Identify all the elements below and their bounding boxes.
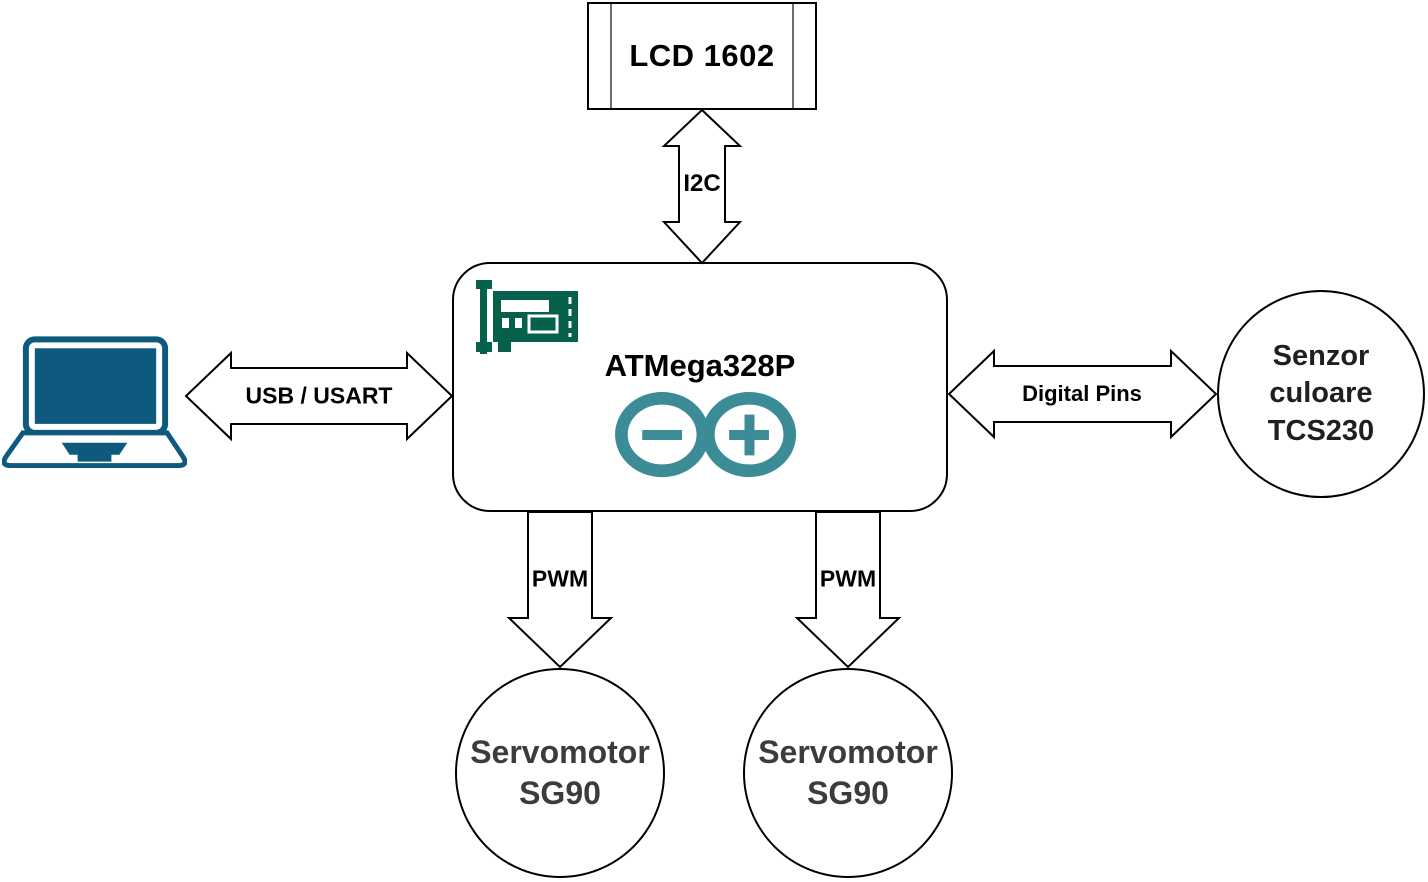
servo-right-label-line2: SG90 [807,775,889,811]
sensor-label-line2: TCS230 [1267,414,1375,447]
node-servo-sg90-left: Servomotor SG90 [455,668,665,878]
arduino-logo-icon [613,392,799,478]
i2c-label: I2C [683,170,721,197]
node-lcd1602: LCD 1602 [587,2,817,110]
pwm-right-label: PWM [819,565,877,592]
network-card-icon [474,278,580,358]
usb-usart-label: USB / USART [245,382,393,409]
servo-right-label-line1: Servomotor [758,734,938,771]
sensor-label-line1: Senzor culoare [1269,340,1373,410]
lcd-label: LCD 1602 [629,38,775,73]
servo-left-label-line1: Servomotor [470,734,650,771]
mcu-label: ATMega328P [604,348,796,383]
laptop-icon [1,336,188,469]
digital-pins-label: Digital Pins [1022,381,1142,406]
node-servo-sg90-right: Servomotor SG90 [743,668,953,878]
node-atmega328p: ATMega328P [452,262,948,512]
node-sensor-tcs230: Senzor culoare TCS230 [1217,290,1425,498]
servo-left-label-line2: SG90 [519,775,601,811]
pwm-left-label: PWM [531,565,589,592]
